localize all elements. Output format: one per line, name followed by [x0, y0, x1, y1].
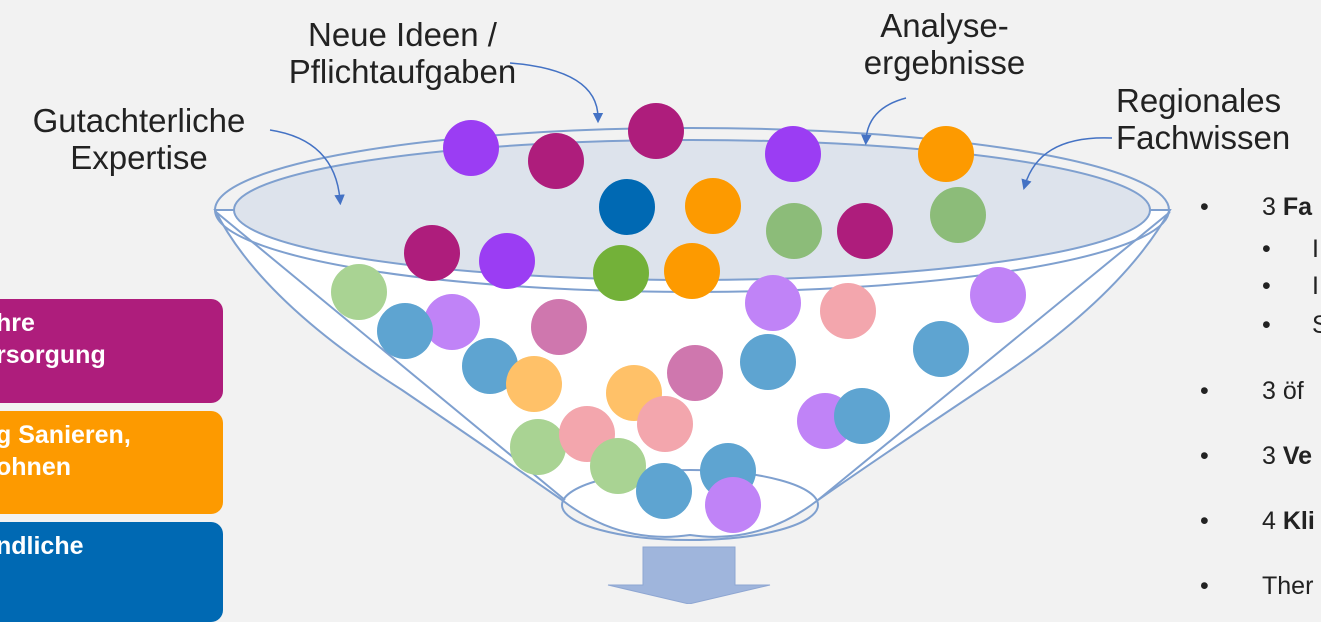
balls [331, 103, 1026, 533]
ball [745, 275, 801, 331]
ball [593, 245, 649, 301]
ball [930, 187, 986, 243]
sub-bullet-marker: • [1262, 235, 1271, 263]
ball [913, 321, 969, 377]
ball [404, 225, 460, 281]
ball [506, 356, 562, 412]
ball [479, 233, 535, 289]
ball [705, 477, 761, 533]
ball [599, 179, 655, 235]
bullet-text: 4 Kli [1262, 507, 1315, 535]
ball [628, 103, 684, 159]
sub-bullet-text: I [1312, 272, 1319, 300]
bullet-marker: • [1200, 507, 1209, 535]
annotation-arrow-neue [509, 62, 604, 124]
bullet-list: • 3 Fa • I • I • S • 3 öf • 3 Ve • 4 Kli… [1200, 0, 1321, 604]
ball [377, 303, 433, 359]
ball [590, 438, 646, 494]
funnel-left-side [215, 211, 566, 501]
category-box-1: hre rsorgung [0, 299, 223, 403]
ball [834, 388, 890, 444]
sub-bullet-marker: • [1262, 311, 1271, 339]
bullet-marker: • [1200, 442, 1209, 470]
bullet-marker: • [1200, 193, 1209, 221]
bullet-text: 3 Ve [1262, 442, 1313, 470]
annotation-arrow-gutachter [269, 129, 345, 206]
ball [637, 396, 693, 452]
bullet-text: Ther [1262, 572, 1314, 600]
ball [443, 120, 499, 176]
sub-bullet-text: S [1312, 311, 1321, 339]
ball [918, 126, 974, 182]
bullet-text: 3 öf [1262, 377, 1304, 405]
ball [531, 299, 587, 355]
sub-bullet-text: I [1312, 235, 1319, 263]
ball [528, 133, 584, 189]
label-analyseergebnisse: Analyse- ergebnisse [863, 7, 1026, 81]
ball [510, 419, 566, 475]
ball [685, 178, 741, 234]
ball [664, 243, 720, 299]
bullet-marker: • [1200, 377, 1209, 405]
ball [765, 126, 821, 182]
ball [740, 334, 796, 390]
ball [331, 264, 387, 320]
annotation-arrow-analyse [861, 97, 907, 146]
category-box-2: g Sanieren, ohnen [0, 411, 223, 514]
down-arrow [607, 546, 771, 604]
funnel-diagram [213, 62, 1172, 604]
ball [424, 294, 480, 350]
bullet-marker: • [1200, 572, 1209, 600]
funnel-spout [561, 469, 819, 541]
label-neue-ideen: Neue Ideen / Pflichtaufgaben [288, 16, 517, 90]
bullet-text: 3 Fa [1262, 193, 1313, 221]
ball [837, 203, 893, 259]
category-box-3: ndliche [0, 522, 223, 622]
ball [636, 463, 692, 519]
ball [667, 345, 723, 401]
ball [766, 203, 822, 259]
sub-bullet-marker: • [1262, 272, 1271, 300]
label-gutachterliche-expertise: Gutachterliche Expertise [32, 102, 246, 176]
annotation-arrow-regional [1021, 137, 1113, 191]
ball [970, 267, 1026, 323]
label-regionales-fachwissen: Regionales Fachwissen [1116, 82, 1291, 156]
funnel-right-side [817, 211, 1171, 501]
ball [820, 283, 876, 339]
ball [462, 338, 518, 394]
